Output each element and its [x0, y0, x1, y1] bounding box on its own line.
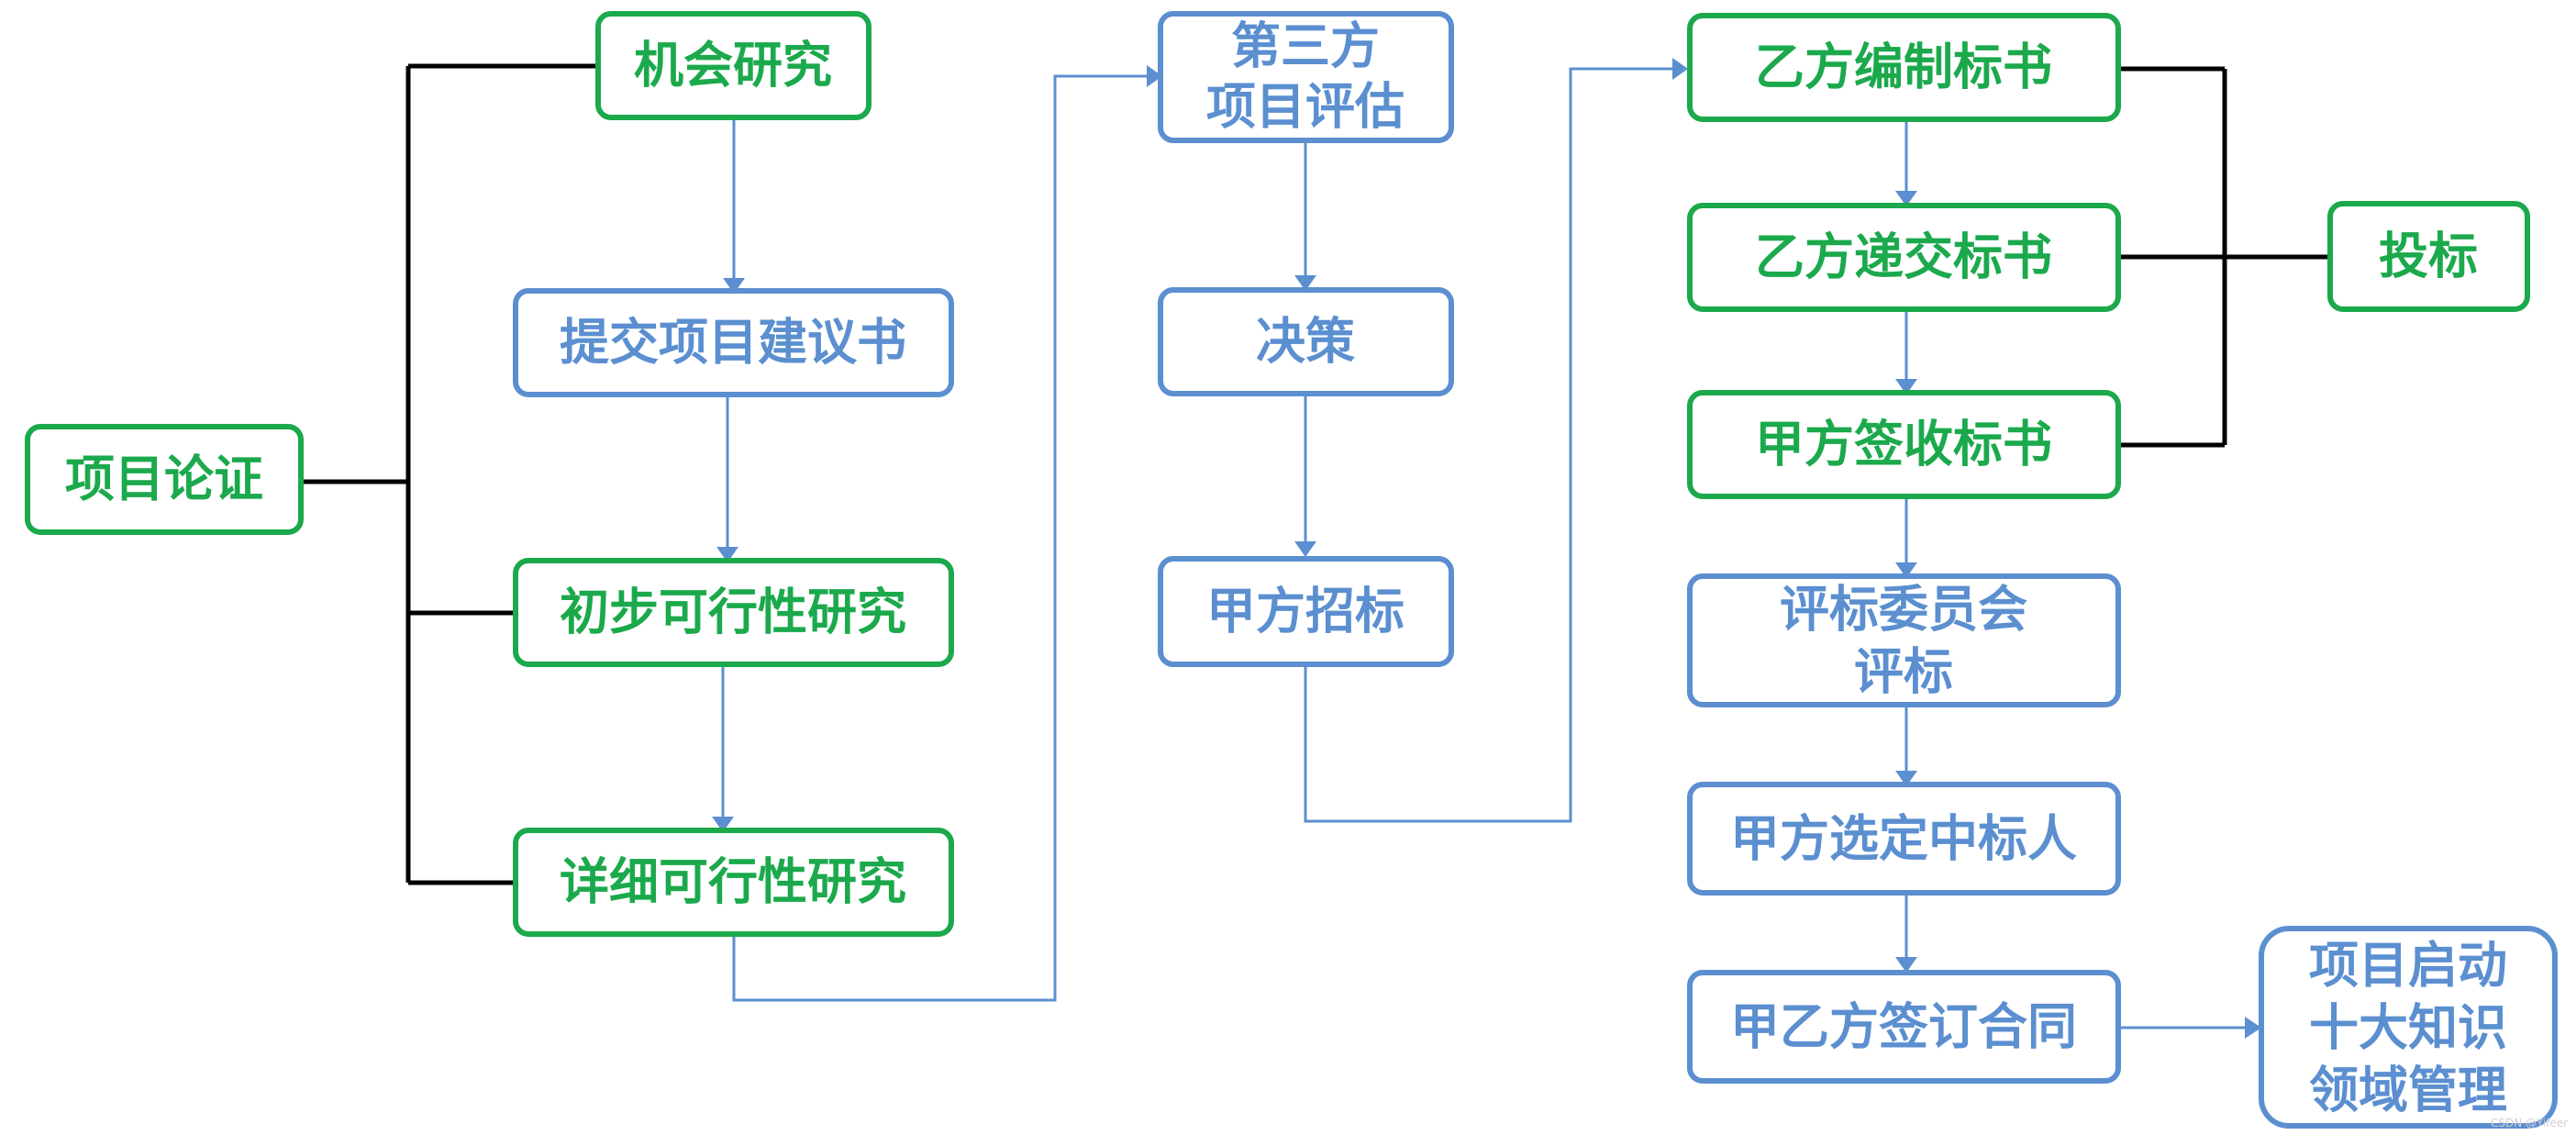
arrow-detailed-to-evaluation: [732, 65, 1162, 1002]
arrow-committee-to-winner: [1895, 707, 1917, 786]
node-party-a-tender: 甲方招标: [1158, 556, 1454, 667]
arrow-compile-to-submit: [1895, 121, 1917, 206]
node-label: 甲方选定中标人: [1730, 810, 2077, 868]
node-label-line-2: 项目评估: [1206, 78, 1405, 136]
node-evaluation-committee: 评标委员会 评标: [1687, 573, 2121, 707]
node-submit-proposal: 提交项目建议书: [513, 288, 954, 397]
arrow-tender-to-compile: [1304, 58, 1688, 823]
bracket-project-argumentation: [303, 63, 598, 885]
node-label: 初步可行性研究: [560, 584, 906, 641]
arrow-connectors: [712, 58, 2261, 1039]
arrow-receive-to-committee: [1895, 498, 1917, 578]
node-label: 甲乙方签订合同: [1730, 998, 2077, 1056]
arrow-proposal-to-preliminary: [716, 395, 738, 562]
bracket-bidding: [2119, 66, 2332, 448]
arrow-preliminary-to-detailed: [712, 665, 734, 832]
node-label: 投标: [2379, 228, 2478, 285]
node-decision: 决策: [1158, 287, 1454, 396]
node-label: 甲方招标: [1206, 583, 1405, 640]
node-label-line-1: 项目启动: [2309, 937, 2507, 995]
node-label-line-3: 领域管理: [2309, 1062, 2507, 1119]
arrow-opportunity-to-proposal: [723, 119, 745, 294]
node-label: 乙方编制标书: [1755, 39, 2052, 96]
node-label: 详细可行性研究: [560, 853, 906, 911]
node-preliminary-feasibility: 初步可行性研究: [513, 558, 954, 667]
node-label: 提交项目建议书: [560, 314, 906, 372]
node-select-winner: 甲方选定中标人: [1687, 782, 2121, 896]
node-label-line-2: 评标: [1854, 643, 1953, 701]
node-bidding: 投标: [2327, 201, 2530, 312]
node-label: 乙方递交标书: [1755, 228, 2052, 286]
node-label: 机会研究: [634, 37, 832, 95]
node-sign-contract: 甲乙方签订合同: [1687, 970, 2121, 1084]
node-project-kickoff: 项目启动 十大知识 领域管理: [2259, 926, 2558, 1129]
node-party-b-submit-bid: 乙方递交标书: [1687, 203, 2121, 312]
node-third-party-evaluation: 第三方 项目评估: [1158, 11, 1454, 143]
node-label-line-1: 评标委员会: [1780, 581, 2027, 639]
node-label-line-1: 第三方: [1231, 17, 1380, 75]
node-label-line-2: 十大知识: [2309, 999, 2507, 1057]
watermark: CSDN @Yifeer: [2491, 1117, 2568, 1129]
node-project-argumentation: 项目论证: [25, 424, 304, 535]
arrow-winner-to-contract: [1895, 895, 1917, 973]
arrow-contract-to-kickoff: [2119, 1017, 2261, 1039]
arrow-decision-to-tender: [1294, 395, 1316, 557]
node-label: 甲方签收标书: [1755, 416, 2052, 473]
node-detailed-feasibility: 详细可行性研究: [513, 828, 954, 937]
node-label: 决策: [1256, 313, 1355, 371]
node-party-b-compile-bid: 乙方编制标书: [1687, 13, 2121, 122]
arrow-submit-to-receive: [1895, 310, 1917, 395]
node-opportunity-study: 机会研究: [595, 11, 872, 120]
arrow-evaluation-to-decision: [1294, 140, 1316, 291]
node-party-a-receive-bid: 甲方签收标书: [1687, 390, 2121, 499]
node-label: 项目论证: [65, 451, 263, 508]
